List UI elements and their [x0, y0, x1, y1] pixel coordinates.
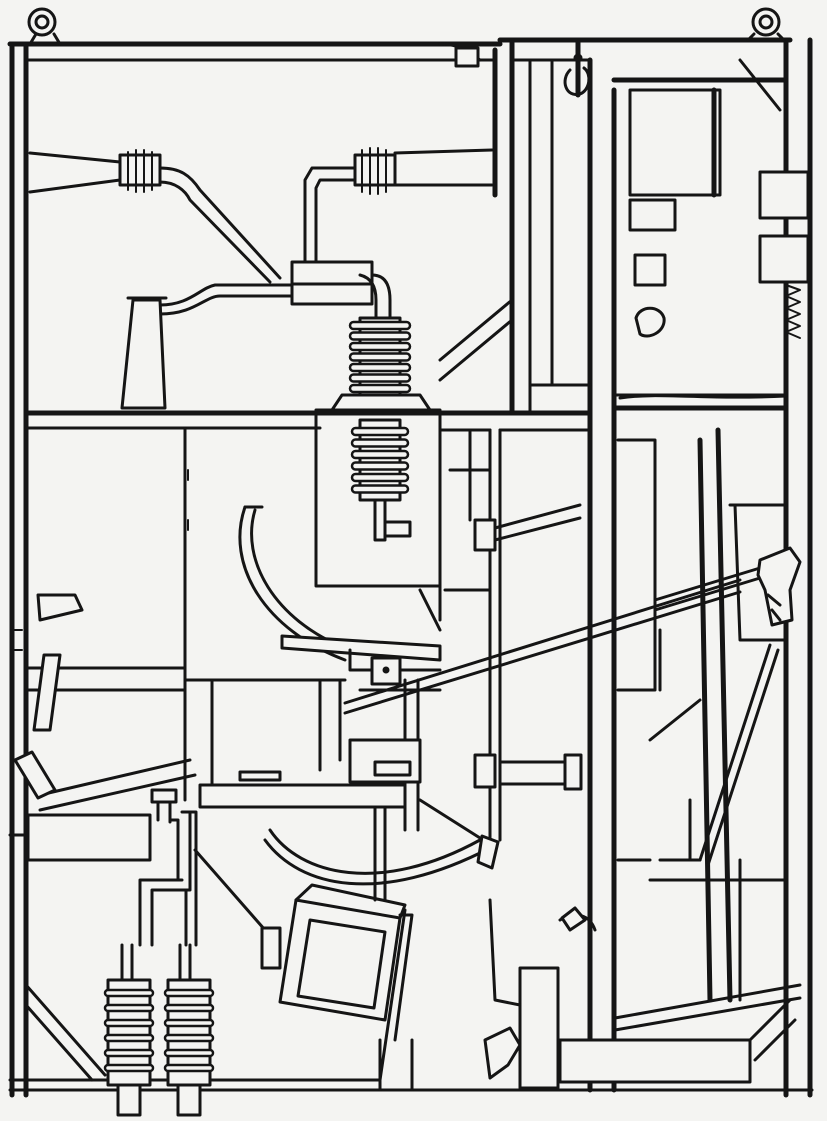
insulator-rib [103, 1033, 155, 1043]
mid-frame [183, 678, 442, 902]
left-compartment [183, 426, 492, 802]
insulator-rib [350, 472, 410, 483]
insulator-rib [163, 1033, 215, 1043]
center-column [438, 37, 617, 1093]
lifting-lug-left [27, 7, 57, 37]
busbar-bushing-right [353, 147, 397, 195]
cable-terminal-right [163, 978, 215, 1117]
insulator-rib [103, 988, 155, 998]
insulator-rib [350, 449, 410, 460]
insulator-rib [163, 1063, 215, 1073]
top-latch [563, 39, 591, 98]
insulator-rib [103, 1048, 155, 1058]
insulator-rib [348, 331, 412, 341]
upper-mechanism-box [611, 58, 810, 397]
right-insulators [473, 503, 583, 791]
insulator-rib [350, 484, 410, 494]
lower-right-mechanism [616, 427, 802, 1003]
cable-terminal-left [103, 978, 155, 1117]
insulator-rib [348, 373, 412, 383]
operating-rods [38, 566, 762, 812]
insulator-rib [103, 1018, 155, 1028]
insulator-rib [163, 1003, 215, 1013]
insulator-rib [163, 1018, 215, 1028]
insulator-rib [350, 426, 410, 437]
arc-quadrant-upper [238, 505, 442, 686]
bottom-mechanism [378, 898, 802, 1092]
upper-busbar-system [28, 147, 494, 320]
insulator-rib [163, 988, 215, 998]
insulator-rib [163, 1048, 215, 1058]
cable-conductors [120, 788, 198, 982]
insulator-rib [103, 1003, 155, 1013]
diagonal-braces [24, 848, 267, 1082]
insulator-rib [348, 341, 412, 352]
insulator-rib [348, 362, 412, 373]
insulator-rib [350, 438, 410, 448]
insulator-rib [348, 352, 412, 362]
motor-drive-unit [260, 883, 414, 1082]
insulator-rib [103, 1063, 155, 1073]
insulator-rib [348, 320, 412, 331]
upper-bushing [330, 316, 432, 412]
insulator-rib [348, 383, 412, 394]
arc-quadrant-lower [263, 798, 500, 886]
lifting-lug-right [751, 7, 781, 37]
left-levers [8, 593, 152, 862]
lower-crossbar [198, 783, 407, 809]
busbar-bushing-left [118, 149, 162, 193]
support-insulator-cone [120, 296, 168, 410]
breaker-chamber [314, 408, 442, 588]
insulator-rib [350, 461, 410, 471]
